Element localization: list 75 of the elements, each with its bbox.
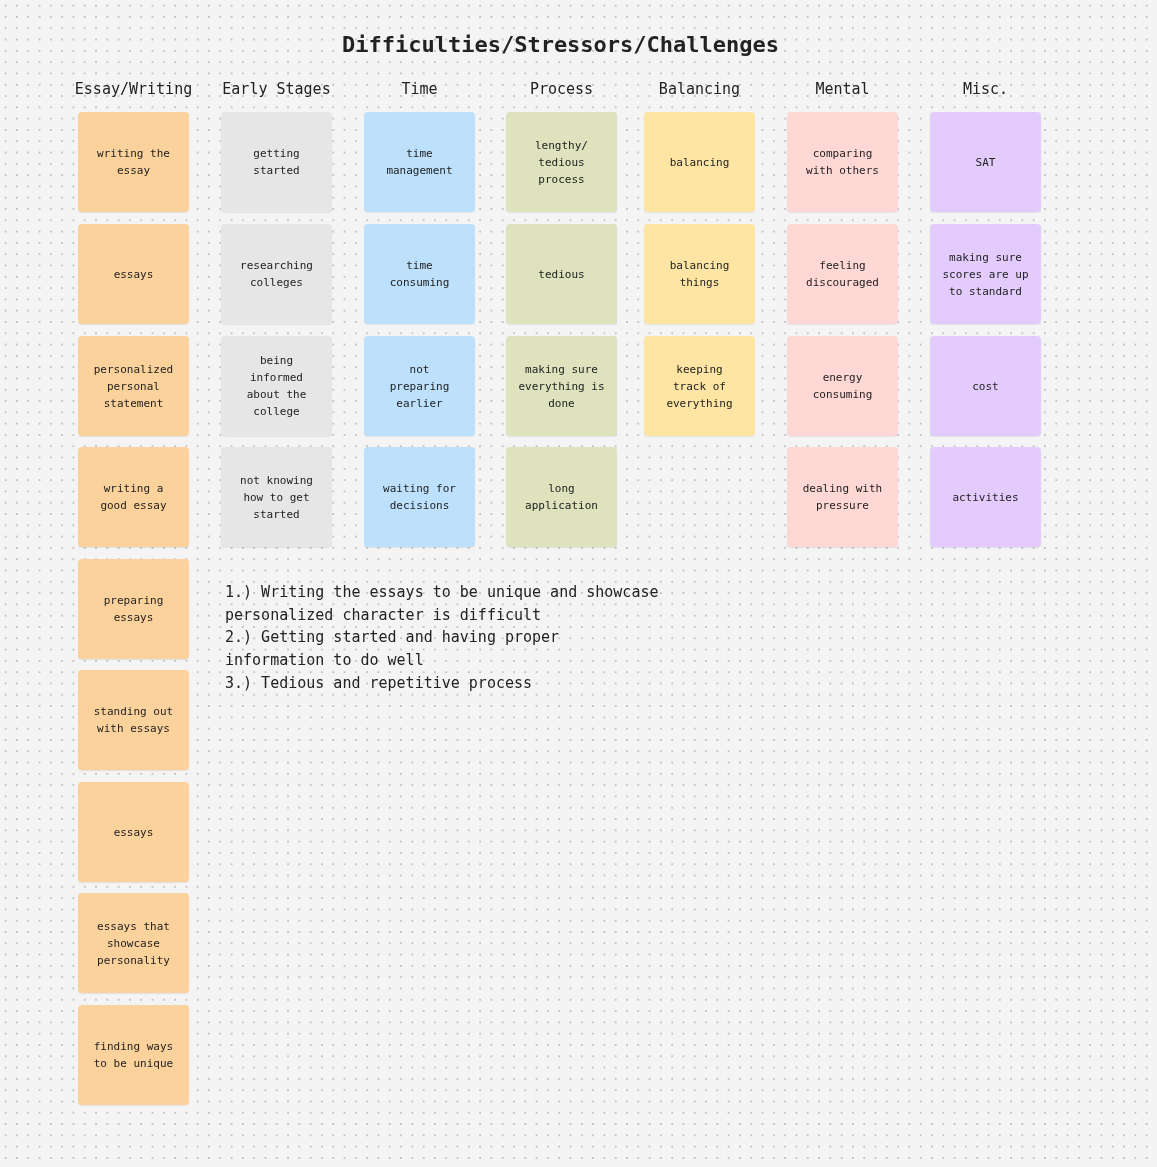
sticky-note [221, 336, 332, 436]
sticky-note [364, 224, 475, 324]
note-text: writing the essay [96, 146, 171, 179]
sticky-note [787, 336, 898, 436]
note-text: making sure scores are up to standard [942, 249, 1029, 300]
note-text: long application [524, 481, 599, 514]
column-heading: Mental [814, 80, 871, 98]
note-text: feeling discouraged [805, 258, 880, 291]
note-text: not knowing how to get started [239, 472, 314, 523]
sticky-note [364, 112, 475, 212]
sticky-note [930, 336, 1041, 436]
note-line: 3.) Tedious and repetitive process [225, 673, 534, 694]
column-heading: Essay/Writing [73, 80, 194, 98]
sticky-note [221, 112, 332, 212]
note-text: essays that showcase personality [96, 918, 171, 969]
title: Difficulties/Stressors/Challenges [340, 32, 781, 57]
note-line: 1.) Writing the essays to be unique and showcase personalized character is difficult [225, 582, 660, 626]
note-text: researching colleges [239, 258, 314, 291]
note-text: dealing with pressure [801, 481, 884, 514]
sticky-note [506, 224, 617, 324]
sticky-note [644, 224, 755, 324]
note-text: comparing with others [805, 146, 880, 179]
sticky-note [930, 447, 1041, 547]
note-text: finding ways to be unique [92, 1039, 175, 1072]
sticky-note [506, 336, 617, 436]
sticky-note [364, 447, 475, 547]
note-line: 2.) Getting started and having proper information to do well [225, 627, 561, 671]
sticky-note [78, 782, 189, 882]
note-text: SAT [975, 154, 996, 171]
note-text: essays [113, 824, 154, 841]
sticky-note [221, 224, 332, 324]
note-text: lengthy/ tedious process [534, 137, 589, 188]
sticky-note [506, 112, 617, 212]
sticky-note [78, 670, 189, 770]
sticky-note [930, 224, 1041, 324]
note-text: preparing essays [102, 593, 165, 626]
sticky-note [78, 1005, 189, 1105]
sticky-note [787, 224, 898, 324]
sticky-note [78, 447, 189, 547]
sticky-note [644, 336, 755, 436]
sticky-note [364, 336, 475, 436]
note-text: waiting for decisions [382, 481, 457, 514]
column-heading: Process [528, 80, 595, 98]
note-text: standing out with essays [92, 704, 175, 737]
sticky-note [787, 447, 898, 547]
note-text: time management [385, 146, 454, 179]
sticky-note [78, 112, 189, 212]
note-text: getting started [252, 146, 301, 179]
sticky-note [78, 336, 189, 436]
note-text: personalized personal statement [92, 361, 175, 412]
note-text: time consuming [388, 258, 451, 291]
column-heading: Misc. [961, 80, 1010, 98]
sticky-note [78, 224, 189, 324]
note-text: energy consuming [811, 370, 874, 403]
sticky-note [930, 112, 1041, 212]
sticky-note [78, 559, 189, 659]
note-text: balancing [669, 154, 730, 171]
sticky-note [787, 112, 898, 212]
sticky-note [644, 112, 755, 212]
column-heading: Balancing [657, 80, 742, 98]
note-text: essays [113, 266, 154, 283]
note-text: keeping track of everything [666, 361, 733, 412]
note-text: making sure everything is done [518, 361, 605, 412]
sticky-note [506, 447, 617, 547]
column-heading: Time [400, 80, 439, 98]
note-text: activities [952, 489, 1019, 506]
note-text: writing a good essay [99, 481, 168, 514]
note-text: not preparing earlier [388, 361, 451, 412]
column-heading: Early Stages [221, 80, 332, 98]
note-text: being informed about the college [245, 353, 308, 420]
sticky-note [78, 893, 189, 993]
note-text: balancing things [668, 258, 731, 291]
sticky-note [221, 447, 332, 547]
note-text: cost [972, 378, 999, 395]
note-text: tedious [538, 266, 585, 283]
